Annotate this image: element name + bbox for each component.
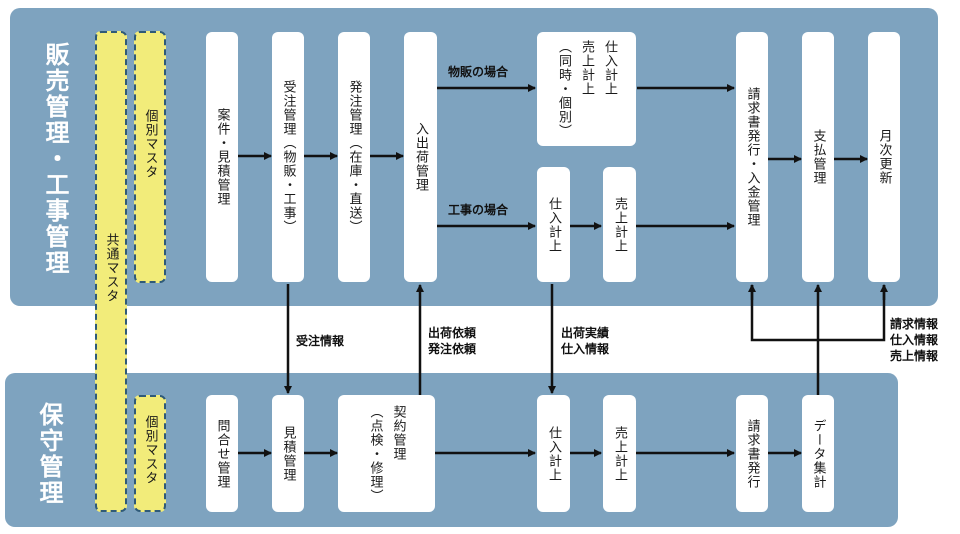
individual-master-top-label: 個別マスタ (142, 109, 158, 179)
toiawase-label: 問合せ管理 (214, 418, 230, 489)
info-label-2: 仕入情報 (890, 333, 939, 347)
keiyaku-col2: （点検・修理） (367, 404, 383, 503)
getsuji-label: 月次更新 (876, 129, 892, 185)
busshan-keijo-box[interactable]: 仕入計上 売上計上 （同時・個別） (537, 32, 636, 146)
data-shukei-box[interactable]: データ集計 (802, 395, 834, 512)
getsuji-box[interactable]: 月次更新 (868, 32, 900, 282)
individual-master-bottom-label: 個別マスタ (142, 415, 158, 485)
keiyaku-box[interactable]: 契約管理 （点検・修理） (338, 395, 435, 512)
koji-shiire-box[interactable]: 仕入計上 (537, 167, 570, 282)
individual-master-top[interactable]: 個別マスタ (134, 31, 166, 283)
uriage-box[interactable]: 売上計上 (603, 395, 636, 512)
shiharai-label: 支払管理 (810, 129, 826, 185)
juchu-label: 受注管理（物販・工事） (280, 80, 296, 234)
request-label-1: 出荷依頼 (428, 326, 477, 340)
koji-uriage-box[interactable]: 売上計上 (603, 167, 636, 282)
common-master-label: 共通マスタ (103, 233, 119, 303)
common-master[interactable]: 共通マスタ (95, 31, 127, 512)
seikyu-label: 請求書発行 (744, 418, 760, 489)
shiharai-box[interactable]: 支払管理 (802, 32, 834, 282)
request-label-2: 発注依頼 (428, 342, 477, 356)
nyushukka-box[interactable]: 入出荷管理 (404, 32, 437, 282)
individual-master-bottom[interactable]: 個別マスタ (134, 395, 166, 512)
toiawase-box[interactable]: 問合せ管理 (206, 395, 238, 512)
mitsumori-label: 見積管理 (280, 425, 296, 482)
data-shukei-label: データ集計 (810, 418, 826, 489)
koji-shiire-label: 仕入計上 (546, 196, 561, 253)
anken-mitsumori-label: 案件・見積管理 (214, 108, 230, 206)
shiire-box[interactable]: 仕入計上 (537, 395, 570, 512)
koji-uriage-label: 売上計上 (612, 196, 627, 253)
info-label-1: 請求情報 (890, 317, 939, 331)
juchu-box[interactable]: 受注管理（物販・工事） (272, 32, 304, 282)
seikyu-nyukin-label: 請求書発行・入金管理 (744, 87, 760, 227)
hacchu-box[interactable]: 発注管理（在庫・直送） (338, 32, 370, 282)
nyushukka-label: 入出荷管理 (413, 122, 428, 192)
busshan-col2: 売上計上 (579, 40, 594, 96)
result-label-1: 出荷実績 (561, 326, 610, 340)
busshan-col1: 仕入計上 (602, 40, 617, 96)
sales-construction-title: 販売管理・工事管理 (41, 42, 69, 276)
maintenance-title: 保守管理 (35, 402, 63, 506)
busshan-case-label: 物販の場合 (448, 65, 509, 79)
mitsumori-box[interactable]: 見積管理 (272, 395, 304, 512)
info-label-3: 売上情報 (890, 349, 939, 363)
result-label-2: 仕入情報 (561, 342, 610, 356)
hacchu-label: 発注管理（在庫・直送） (346, 80, 362, 234)
koji-case-label: 工事の場合 (448, 203, 509, 217)
shiire-label: 仕入計上 (546, 425, 561, 482)
uriage-label: 売上計上 (612, 425, 627, 482)
keiyaku-col1: 契約管理 (390, 404, 406, 461)
juchu-info-label: 受注情報 (296, 334, 345, 348)
seikyu-nyukin-box[interactable]: 請求書発行・入金管理 (736, 32, 768, 282)
info-bracket (750, 285, 886, 342)
busshan-col3: （同時・個別） (556, 40, 571, 138)
seikyu-box[interactable]: 請求書発行 (736, 395, 768, 512)
anken-mitsumori-box[interactable]: 案件・見積管理 (206, 32, 238, 282)
